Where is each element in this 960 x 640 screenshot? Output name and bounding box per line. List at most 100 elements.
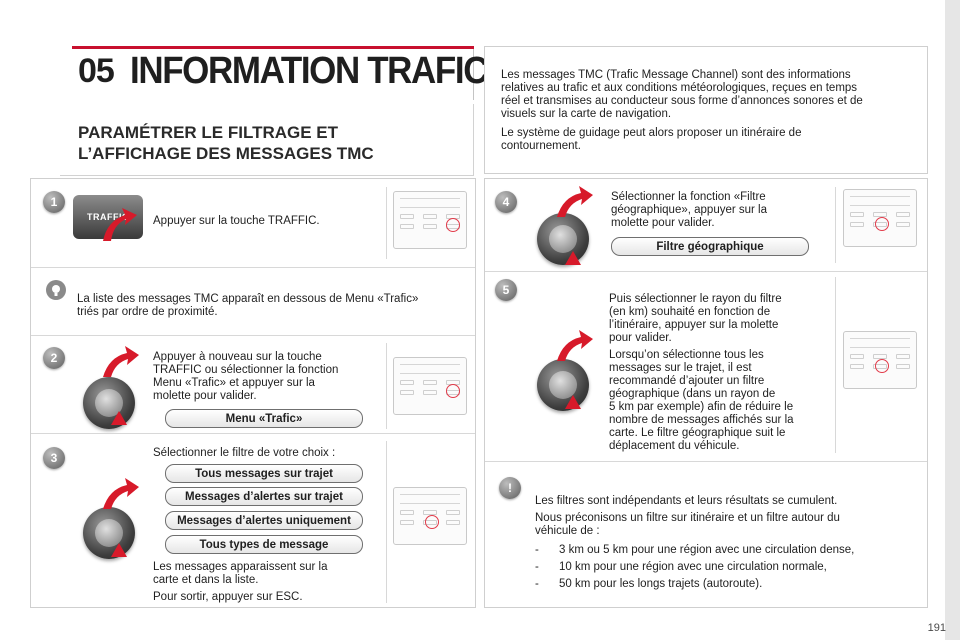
device-display: [850, 338, 910, 348]
divider: [485, 271, 927, 272]
section-subtitle-line-2: L’AFFICHAGE DES MESSAGES TMC: [78, 144, 374, 163]
step-4-badge: 4: [495, 191, 517, 213]
step-5-line: (en km) souhaité en fonction de: [609, 306, 771, 318]
step-2-text: Appuyer à nouveau sur la touche TRAFFIC …: [153, 351, 338, 403]
list-item: - 3 km ou 5 km pour une région avec une …: [535, 544, 923, 557]
rotary-dial-highlight-icon: [875, 217, 889, 231]
intro-line: Les messages TMC (Trafic Message Channel…: [501, 69, 851, 81]
step-4-line: molette pour valider.: [611, 217, 715, 229]
rotary-knob-icon: [537, 359, 589, 411]
divider: [835, 187, 836, 263]
intro-line: réel et transmises au conducteur sous fo…: [501, 95, 863, 107]
step-5-text: Puis sélectionner le rayon du filtre (en…: [609, 293, 794, 453]
red-arrow-icon: [557, 186, 593, 265]
step-5-line: recommandé d’ajouter un filtre: [609, 375, 765, 387]
note-text: Les filtres sont indépendants et leurs r…: [535, 495, 923, 591]
subtitle-frame: [60, 104, 474, 176]
divider: [485, 461, 927, 462]
divider: [31, 267, 475, 268]
rotary-dial-highlight-icon: [875, 359, 889, 373]
radio-unit-icon: [393, 357, 467, 415]
intro-line: visuels sur la carte de navigation.: [501, 108, 672, 120]
intro-paragraph-2: Le système de guidage peut alors propose…: [501, 127, 921, 153]
rotary-knob-icon: [83, 507, 135, 559]
traffic-button-highlight-icon: [446, 384, 460, 398]
step-5-line: géographique (dans un rayon de: [609, 388, 776, 400]
radio-unit-icon: [843, 189, 917, 247]
device-display: [400, 494, 460, 504]
step-2-badge: 2: [43, 347, 65, 369]
page-edge-strip: [945, 0, 960, 640]
divider: [31, 433, 475, 434]
step-1-badge: 1: [43, 191, 65, 213]
list-item-text: 10 km pour une région avec une circulati…: [559, 561, 827, 573]
filter-option-alerts-only[interactable]: Messages d’alertes uniquement: [165, 511, 363, 530]
red-arrow-icon: [103, 208, 137, 241]
divider: [386, 187, 387, 259]
device-display: [400, 364, 460, 374]
right-steps-panel: 4 Sélectionner la fonction «Filtre géogr…: [484, 178, 928, 608]
radio-unit-icon: [843, 331, 917, 389]
filter-option-all-on-route[interactable]: Tous messages sur trajet: [165, 464, 363, 483]
tip-text: La liste des messages TMC apparaît en de…: [77, 293, 473, 319]
intro-line: contournement.: [501, 140, 581, 152]
device-display: [400, 198, 460, 208]
divider: [31, 335, 475, 336]
step-5-line: pour valider.: [609, 332, 672, 344]
step-4-text: Sélectionner la fonction «Filtre géograp…: [611, 191, 767, 230]
rotary-knob-icon: [537, 213, 589, 265]
step-3-badge: 3: [43, 447, 65, 469]
section-subtitle-line-1: PARAMÉTRER LE FILTRAGE ET: [78, 123, 339, 142]
divider: [386, 343, 387, 429]
chapter-title: INFORMATION TRAFIC: [130, 50, 488, 92]
step-5-line: Puis sélectionner le rayon du filtre: [609, 293, 782, 305]
step-5-line: Lorsqu’on sélectionne tous les: [609, 349, 764, 361]
intro-line: Le système de guidage peut alors propose…: [501, 127, 802, 139]
list-item-text: 3 km ou 5 km pour une région avec une ci…: [559, 544, 855, 556]
warning-exclamation-icon: !: [499, 477, 521, 499]
list-dash: -: [535, 544, 539, 556]
geographic-filter-button[interactable]: Filtre géographique: [611, 237, 809, 256]
tip-line: triés par ordre de proximité.: [77, 306, 218, 318]
menu-trafic-button[interactable]: Menu «Trafic»: [165, 409, 363, 428]
step-5-badge: 5: [495, 279, 517, 301]
step-5-line: carte. Le filtre géographique suit le: [609, 427, 786, 439]
list-item: - 10 km pour une région avec une circula…: [535, 561, 923, 574]
note-line: Les filtres sont indépendants et leurs r…: [535, 495, 838, 507]
list-item: - 50 km pour les longs trajets (autorout…: [535, 578, 923, 591]
step-5-line: déplacement du véhicule.: [609, 440, 740, 452]
step-3-after-line: Les messages apparaissent sur la: [153, 561, 328, 573]
device-display: [850, 196, 910, 206]
lightbulb-icon: [46, 280, 66, 300]
red-arrow-icon: [103, 346, 139, 425]
divider: [835, 277, 836, 453]
filter-option-all-types[interactable]: Tous types de message: [165, 535, 363, 554]
rotary-dial-highlight-icon: [425, 515, 439, 529]
step-2-line: molette pour valider.: [153, 390, 257, 402]
step-5-line: messages sur le trajet, il est: [609, 362, 752, 374]
note-line: Nous préconisons un filtre sur itinérair…: [535, 512, 840, 524]
step-5-line: nombre de messages affichés sur la: [609, 414, 794, 426]
step-1-text: Appuyer sur la touche TRAFFIC.: [153, 215, 320, 227]
step-2-line: Appuyer à nouveau sur la touche: [153, 351, 322, 363]
left-steps-panel: 1 TRAFFIC Appuyer sur la touche TRAFFIC.…: [30, 178, 476, 608]
header-accent-bar: [72, 46, 474, 49]
traffic-key-label: TRAFFIC: [87, 212, 129, 222]
radio-unit-icon: [393, 487, 467, 545]
note-line: véhicule de :: [535, 525, 600, 537]
tip-line: La liste des messages TMC apparaît en de…: [77, 293, 419, 305]
red-arrow-icon: [103, 478, 139, 557]
intro-line: relatives au trafic et aux conditions mé…: [501, 82, 858, 94]
filter-option-alerts-on-route[interactable]: Messages d’alertes sur trajet: [165, 487, 363, 506]
device-buttons-row: [400, 510, 460, 516]
page-number: 191: [927, 622, 946, 634]
device-buttons-row: [850, 212, 910, 218]
step-5-line: l’itinéraire, appuyer sur la molette: [609, 319, 779, 331]
step-3-after-line: Pour sortir, appuyer sur ESC.: [153, 591, 303, 603]
intro-panel: Les messages TMC (Trafic Message Channel…: [484, 46, 928, 174]
list-dash: -: [535, 561, 539, 573]
list-item-text: 50 km pour les longs trajets (autoroute)…: [559, 578, 763, 590]
intro-paragraph-1: Les messages TMC (Trafic Message Channel…: [501, 69, 921, 121]
step-2-line: Menu «Trafic» et appuyer sur la: [153, 377, 315, 389]
step-3-text: Sélectionner le filtre de votre choix :: [153, 447, 336, 459]
